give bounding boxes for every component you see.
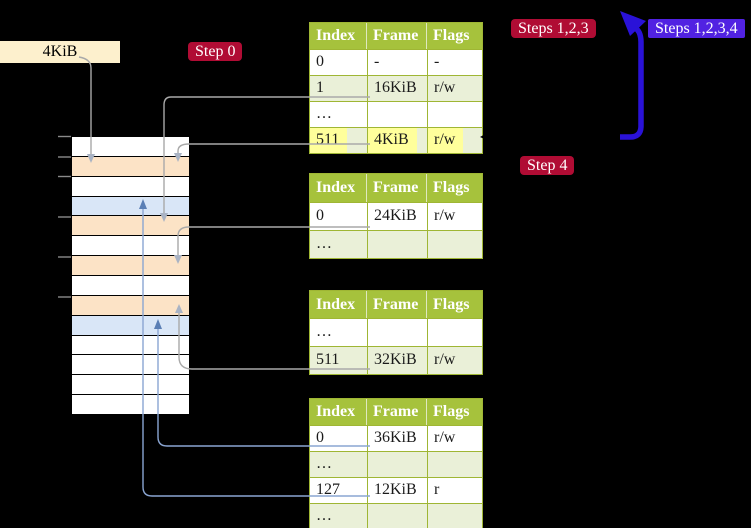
table-row: 127 12KiB r [310, 477, 482, 503]
page-table-level2: Index Frame Flags … 511 32KiB r/w [309, 290, 483, 375]
col-header-frame: Frame [367, 23, 427, 49]
cell-frame: 32KiB [367, 347, 427, 374]
highlight-511: 511 [310, 128, 348, 153]
cell-flags [427, 504, 482, 528]
cell-index: … [316, 323, 332, 340]
table-row: 1 16KiB r/w [310, 75, 482, 101]
cell-frame: 16KiB [367, 76, 427, 101]
big-loop-arrow-shaft [620, 24, 644, 140]
table-row: 0 36KiB r/w [310, 425, 482, 451]
col-header-frame: Frame [367, 174, 427, 202]
table-header-row: Index Frame Flags [310, 399, 482, 425]
table-row-highlighted: 511 4KiB r/w [310, 127, 482, 153]
cell-flags: r/w [427, 426, 482, 451]
table-header-row: Index Frame Flags [310, 174, 482, 202]
cell-flags [427, 452, 482, 477]
memory-row [72, 137, 189, 157]
step4-label: Step 4 [520, 156, 575, 175]
highlight-rw: r/w [428, 128, 464, 153]
table-row: 0 24KiB r/w [310, 202, 482, 230]
cell-flags: r/w [427, 128, 482, 153]
page-table-level3: Index Frame Flags 0 24KiB r/w … [309, 173, 483, 259]
cell-index: 0 [316, 207, 324, 224]
table-row: … [310, 101, 482, 127]
cell-flags: r/w [427, 76, 482, 101]
memory-row-page-12kib [72, 196, 189, 217]
cell-frame [367, 452, 427, 477]
memory-row-frame-16kib [72, 216, 189, 237]
step0-label: Step 0 [188, 42, 243, 61]
cell-index: … [316, 235, 332, 252]
cell-frame [367, 231, 427, 258]
col-header-flags: Flags [433, 403, 470, 420]
steps-123-label: Steps 1,2,3 [511, 19, 596, 38]
cell-frame: 12KiB [367, 478, 427, 503]
memory-row [72, 375, 189, 396]
steps-1234-label: Steps 1,2,3,4 [648, 19, 745, 38]
col-header-flags: Flags [433, 296, 470, 313]
memory-row [72, 176, 189, 197]
table-row: … [310, 451, 482, 477]
memory-row [72, 236, 189, 257]
table-header-row: Index Frame Flags [310, 291, 482, 318]
address-ticks [58, 135, 71, 298]
col-header-frame: Frame [367, 291, 427, 318]
col-header-index: Index [310, 174, 367, 202]
cell-index: 511 [316, 351, 340, 368]
physical-memory-stack [71, 136, 190, 415]
col-header-index: Index [310, 23, 367, 49]
memory-row-frame-24kib [72, 256, 189, 277]
cell-flags: - [427, 50, 482, 75]
cell-index: 127 [316, 481, 340, 498]
table-row: … [310, 503, 482, 528]
cell-frame: 4KiB [367, 128, 427, 153]
col-header-flags: Flags [433, 179, 470, 196]
col-header-frame: Frame [367, 399, 427, 425]
cell-index: … [316, 507, 332, 524]
table-row: … [310, 230, 482, 258]
cell-flags: r/w [427, 203, 482, 230]
cell-frame: - [367, 50, 427, 75]
cell-flags [427, 102, 482, 127]
memory-row [72, 355, 189, 376]
cell-index: 0 [316, 429, 324, 446]
col-header-index: Index [310, 291, 367, 318]
cell-index: 511 [310, 128, 367, 153]
page-table-level1: Index Frame Flags 0 36KiB r/w … 127 12Ki… [309, 398, 483, 528]
table-row: … [310, 318, 482, 346]
table-row: 0 - - [310, 49, 482, 75]
cell-index: … [316, 455, 332, 472]
table-header-row: Index Frame Flags [310, 23, 482, 49]
cell-frame [367, 504, 427, 528]
memory-row [72, 395, 189, 415]
cell-index: 0 [316, 53, 324, 70]
cell-frame: 36KiB [367, 426, 427, 451]
cell-frame [367, 102, 427, 127]
cell-flags [427, 231, 482, 258]
col-header-index: Index [310, 399, 367, 425]
cell-flags: r/w [427, 347, 482, 374]
cell-frame [367, 319, 427, 346]
cell-flags: r [427, 478, 482, 503]
highlight-4kib: 4KiB [368, 128, 417, 153]
table-row: 511 32KiB r/w [310, 346, 482, 374]
memory-row [72, 276, 189, 296]
big-loop-arrowhead [620, 11, 646, 36]
cell-index: … [316, 105, 332, 122]
page-table-level4: Index Frame Flags 0 - - 1 16KiB r/w … 51… [309, 22, 483, 154]
cell-flags [427, 319, 482, 346]
frame-size-label: 4KiB [0, 41, 120, 63]
cell-index: 1 [316, 79, 324, 96]
cell-frame: 24KiB [367, 203, 427, 230]
memory-row-frame-32kib [72, 295, 189, 316]
col-header-flags: Flags [433, 27, 470, 44]
memory-row-frame-4kib [72, 156, 189, 177]
memory-row [72, 335, 189, 356]
memory-row-page-36kib [72, 315, 189, 336]
